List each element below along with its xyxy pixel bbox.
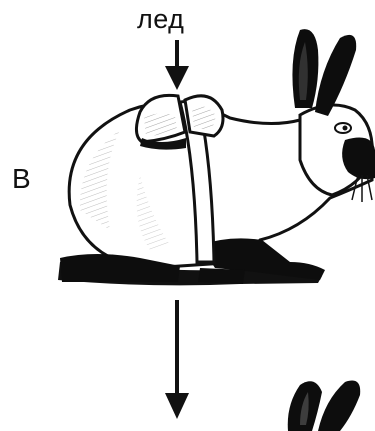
down-arrow xyxy=(165,300,189,419)
rabbit-lower-ears xyxy=(288,381,360,431)
ice-arrow xyxy=(165,40,189,90)
rabbit-upper xyxy=(58,29,375,285)
